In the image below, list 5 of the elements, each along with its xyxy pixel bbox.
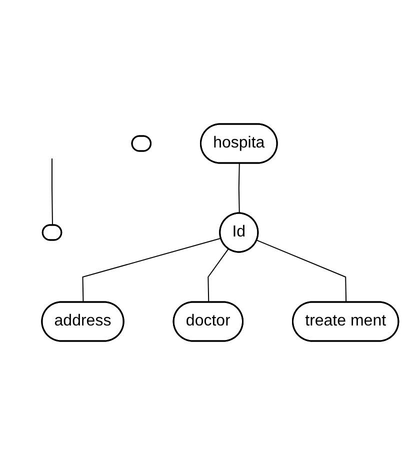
- connector: [238, 163, 240, 214]
- connector: [82, 238, 222, 303]
- connector: [51, 158, 53, 226]
- connector: [256, 240, 346, 303]
- connector: [207, 248, 229, 303]
